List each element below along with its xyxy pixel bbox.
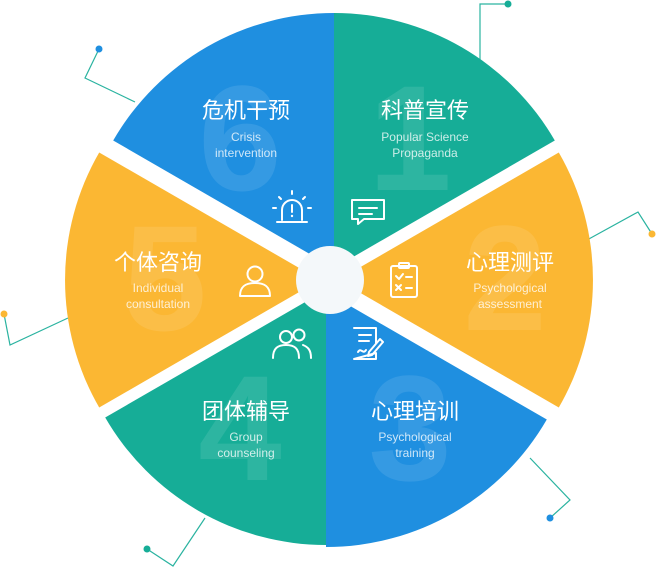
segment-title: 心理测评: [466, 251, 554, 276]
segment-subtitle: Crisis: [231, 130, 261, 144]
decor-dot-bottom-right: [546, 514, 554, 522]
clipboard-checklist-icon: [390, 262, 418, 298]
segment-number: 3: [368, 344, 451, 512]
segment-2-labels: 心理测评 Psychological assessment: [466, 251, 554, 311]
segment-3-labels: 心理培训 Psychological training: [371, 400, 459, 460]
segment-subtitle: Propaganda: [392, 146, 458, 160]
group-people-icon: [272, 328, 312, 359]
segment-number: 4: [198, 344, 281, 512]
decor-dot-right: [648, 230, 656, 238]
decor-dot-bottom-left: [143, 545, 151, 553]
segment-title: 团体辅导: [202, 400, 290, 425]
segment-subtitle: training: [395, 446, 434, 460]
center-hub: [296, 246, 364, 314]
segment-number: 5: [123, 194, 206, 362]
segment-wedge-5[interactable]: [65, 152, 320, 408]
segment-subtitle: consultation: [126, 297, 190, 311]
decor-line-left: [3, 313, 69, 346]
segment-6-labels: 危机干预 Crisis intervention: [202, 99, 290, 160]
segment-wedge-3[interactable]: [326, 292, 547, 547]
alarm-light-icon: [272, 190, 312, 223]
segment-5-labels: 个体咨询 Individual consultation: [114, 251, 202, 311]
segment-number: 1: [368, 54, 451, 222]
segment-1-labels: 科普宣传 Popular Science Propaganda: [381, 99, 469, 160]
segment-wedge-2[interactable]: [338, 152, 593, 408]
decor-line-bottom-right: [529, 457, 571, 519]
segment-number: 2: [463, 194, 546, 362]
decor-line-top-left: [84, 48, 136, 103]
decor-line-bottom-left: [146, 517, 206, 567]
single-person-icon: [239, 265, 271, 297]
document-pen-icon: [353, 327, 384, 360]
segment-subtitle: Popular Science: [381, 130, 469, 144]
segment-subtitle: counseling: [217, 446, 274, 460]
decor-line-top-right: [479, 3, 508, 62]
segment-subtitle: Group: [229, 430, 263, 444]
segment-subtitle: Individual: [133, 281, 184, 295]
segment-subtitle: assessment: [478, 297, 543, 311]
segment-wedge-6[interactable]: [113, 13, 334, 268]
segment-title: 科普宣传: [381, 99, 469, 124]
segment-number: 6: [198, 54, 281, 222]
segment-4-labels: 团体辅导 Group counseling: [202, 400, 290, 460]
message-card-icon: [351, 199, 385, 225]
segment-title: 危机干预: [202, 99, 290, 124]
decor-dot-left: [0, 310, 8, 318]
decor-dot-top-right: [504, 0, 512, 8]
segment-wedge-1[interactable]: [334, 13, 555, 268]
decor-line-right: [586, 211, 653, 241]
segment-title: 个体咨询: [114, 251, 202, 276]
segment-wedge-4[interactable]: [105, 290, 326, 545]
segment-subtitle: Psychological: [473, 281, 546, 295]
decor-dot-top-left: [95, 45, 103, 53]
segment-title: 心理培训: [371, 400, 459, 425]
segment-subtitle: intervention: [215, 146, 277, 160]
segment-subtitle: Psychological: [378, 430, 451, 444]
